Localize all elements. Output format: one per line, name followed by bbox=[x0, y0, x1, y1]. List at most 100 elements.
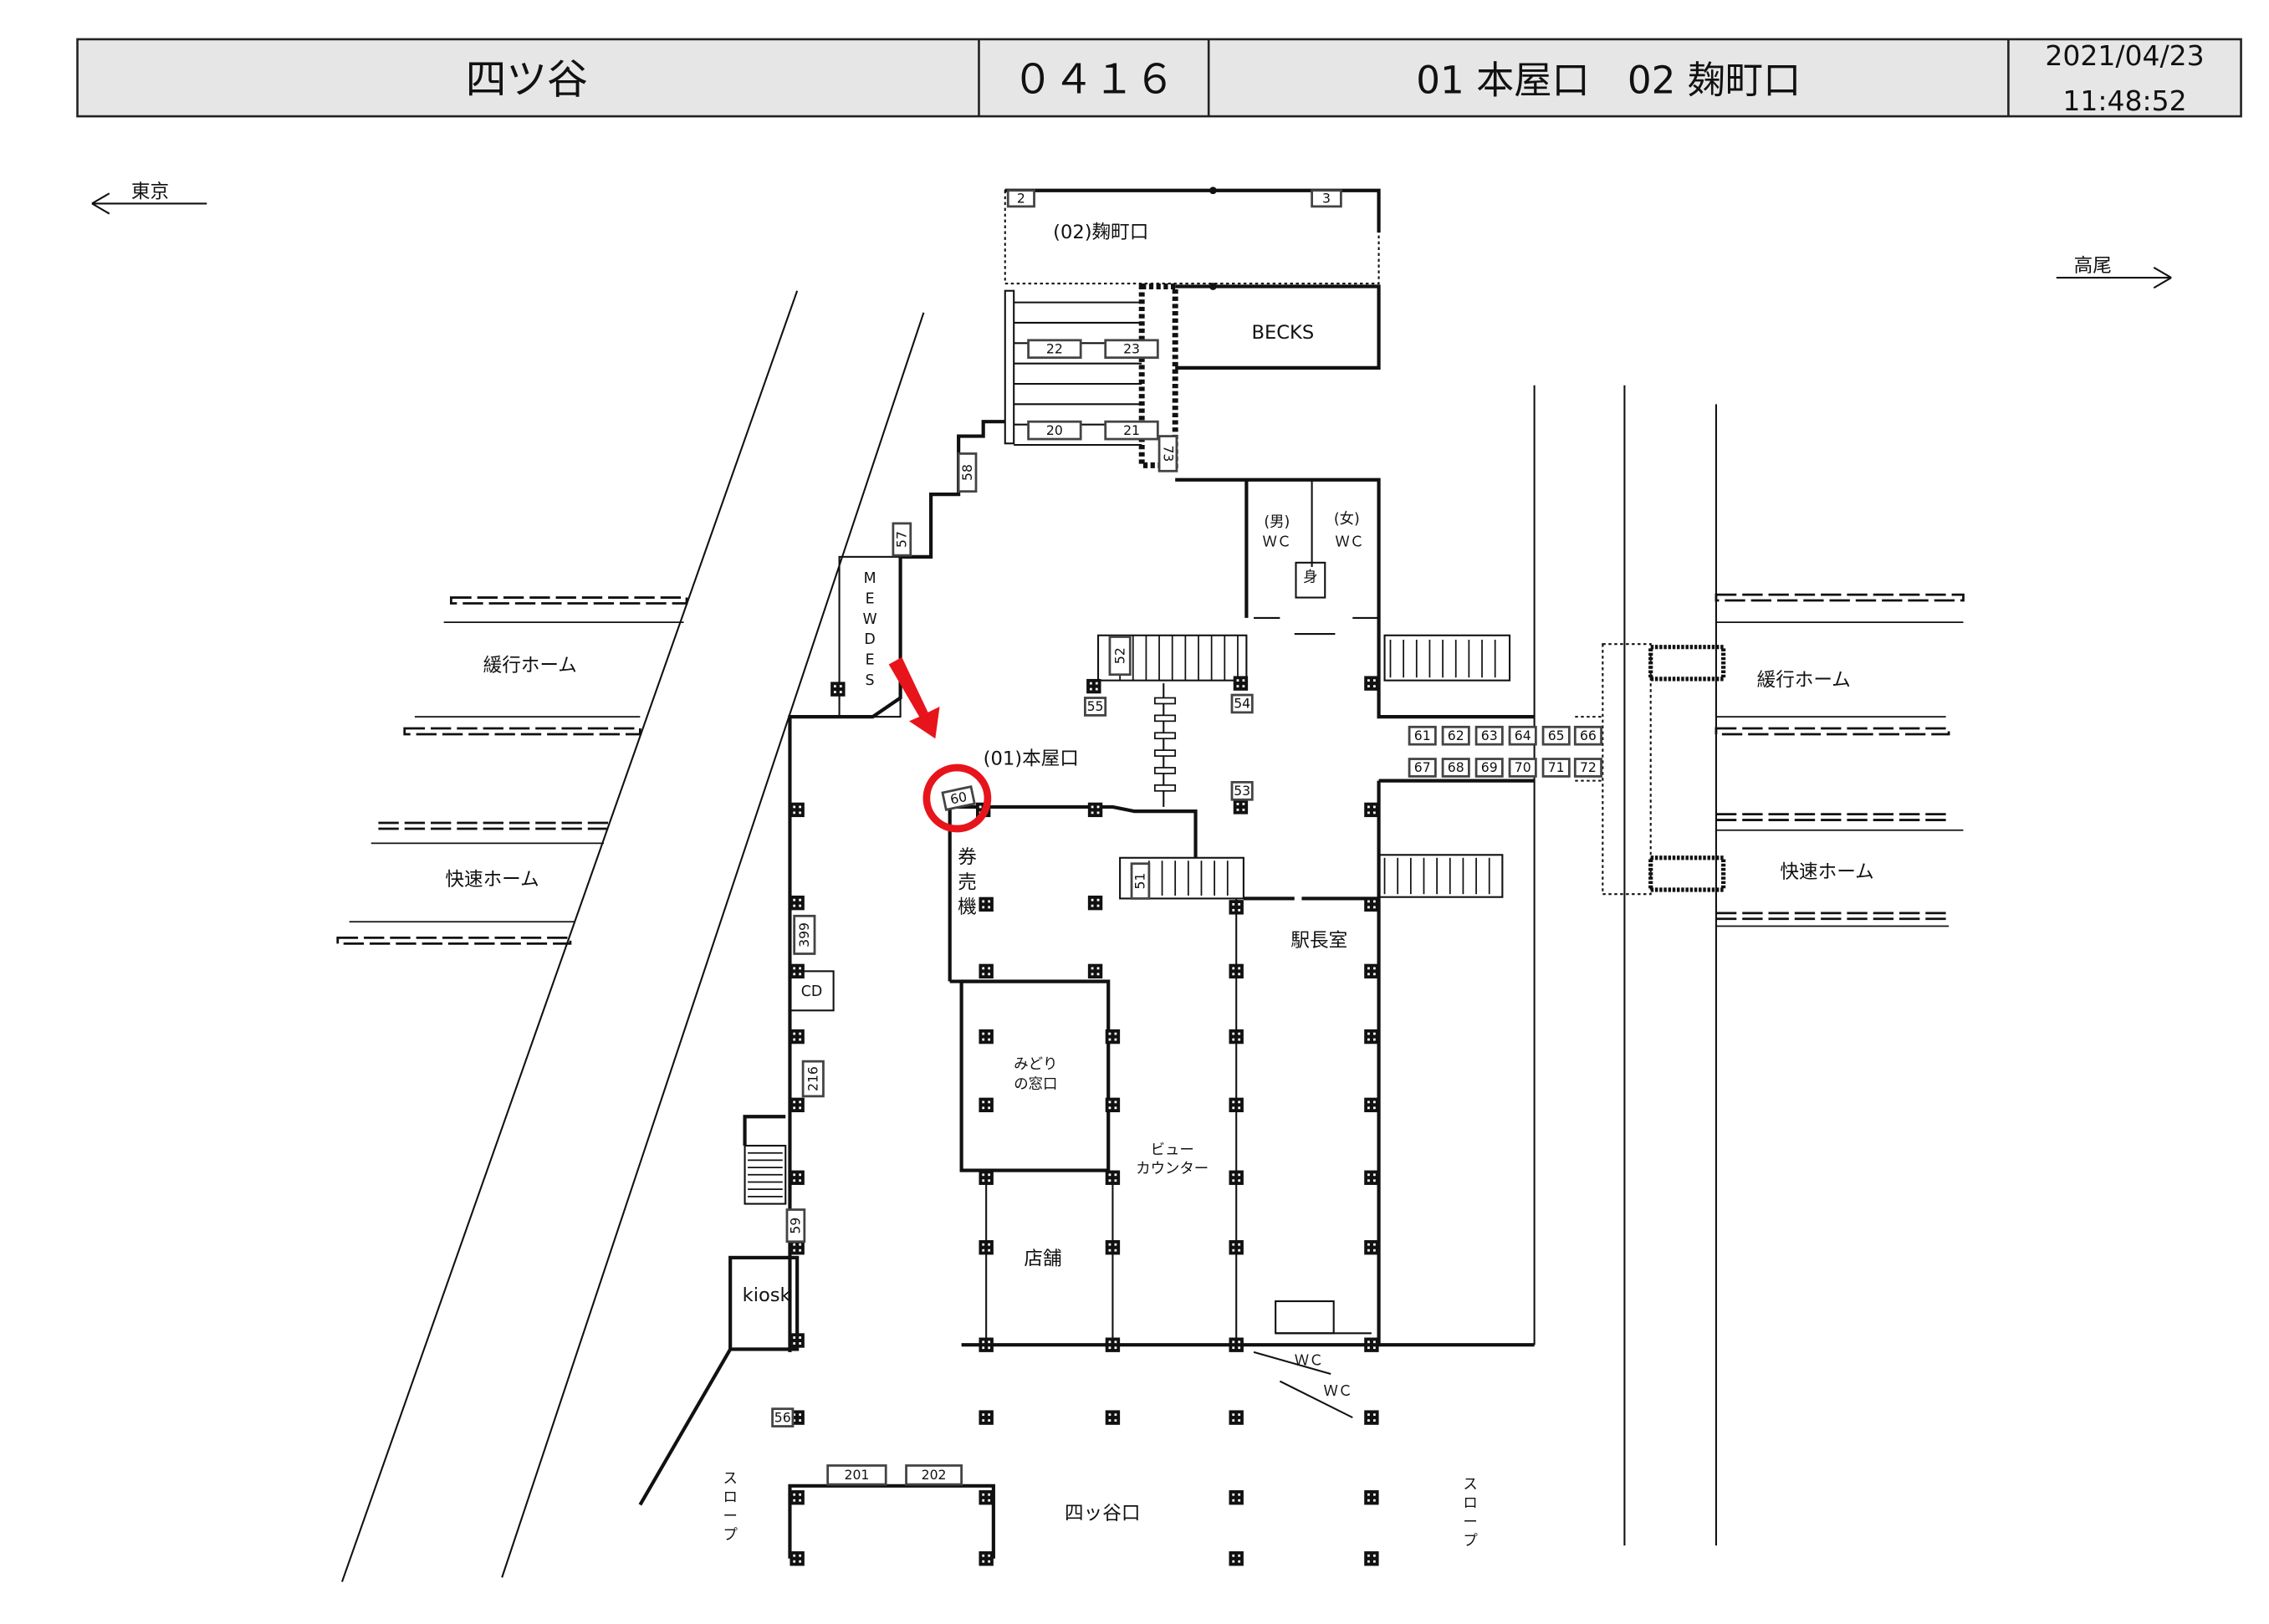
platform-edges bbox=[336, 593, 1965, 945]
ad-panel-number: 71 bbox=[1548, 759, 1565, 775]
ad-panel[interactable]: 22 bbox=[1027, 339, 1082, 360]
svg-text:ス: ス bbox=[723, 1470, 737, 1487]
pillar bbox=[1233, 799, 1249, 815]
exit-02-label: (02)麹町口 bbox=[1053, 222, 1148, 243]
ad-panel-number: 69 bbox=[1481, 759, 1498, 775]
ad-panel[interactable]: 54 bbox=[1230, 693, 1254, 714]
pillar bbox=[1364, 1240, 1379, 1255]
kiosk-label: kiosk bbox=[743, 1284, 792, 1306]
wc-male-label: (男) bbox=[1264, 513, 1290, 530]
ad-panel-number: 21 bbox=[1123, 422, 1140, 438]
pillar bbox=[1229, 1097, 1244, 1113]
ad-panel[interactable]: 20 bbox=[1027, 420, 1082, 441]
station-name: 四ツ谷 bbox=[466, 56, 588, 103]
ad-panel[interactable]: 69 bbox=[1474, 758, 1504, 778]
ad-panel[interactable]: 201 bbox=[826, 1464, 887, 1486]
ad-panel[interactable]: 2 bbox=[1006, 189, 1035, 208]
platform-edge bbox=[403, 727, 641, 736]
ad-panel-number: 202 bbox=[922, 1467, 947, 1483]
pillar bbox=[790, 895, 805, 911]
station-walls bbox=[638, 186, 1726, 1559]
ad-panel[interactable]: 62 bbox=[1441, 725, 1470, 746]
view-counter-label-1: ビュー bbox=[1151, 1141, 1194, 1158]
ad-panel-number: 54 bbox=[1234, 696, 1250, 712]
pillar bbox=[1229, 1337, 1244, 1352]
ad-panel[interactable]: 68 bbox=[1441, 758, 1470, 778]
ad-panel-number: 72 bbox=[1580, 759, 1597, 775]
ad-panel[interactable]: 51 bbox=[1130, 862, 1151, 900]
midori-label-1: みどり bbox=[1014, 1056, 1057, 1073]
ad-panel[interactable]: 72 bbox=[1573, 758, 1602, 778]
date: 2021/04/23 bbox=[2045, 39, 2204, 72]
platform-label-left-rapid: 快速ホーム bbox=[445, 869, 539, 891]
pillar bbox=[1229, 1551, 1244, 1566]
ad-panel[interactable]: 57 bbox=[892, 522, 912, 557]
pillar bbox=[1086, 678, 1101, 694]
pillar bbox=[790, 1170, 805, 1185]
platform-label-right-local: 緩行ホーム bbox=[1757, 670, 1851, 692]
pillar bbox=[1105, 1240, 1121, 1255]
ad-panel[interactable]: 52 bbox=[1108, 636, 1132, 677]
ticket-gate bbox=[1153, 732, 1177, 740]
pillar bbox=[979, 1490, 994, 1505]
pillar bbox=[1229, 1240, 1244, 1255]
ad-panel[interactable]: 61 bbox=[1408, 725, 1437, 746]
ad-panel[interactable]: 65 bbox=[1541, 725, 1571, 746]
pillar bbox=[979, 1410, 994, 1425]
ad-panel-number: 63 bbox=[1481, 728, 1498, 743]
svg-text:W: W bbox=[862, 611, 876, 628]
ad-panel-number: 67 bbox=[1414, 759, 1431, 775]
ad-panel-highlighted[interactable]: 60 bbox=[941, 785, 976, 811]
ad-panel[interactable]: 21 bbox=[1104, 420, 1159, 441]
ad-panel[interactable]: 56 bbox=[771, 1407, 795, 1427]
pillar bbox=[1229, 1170, 1244, 1185]
pillar bbox=[1087, 802, 1103, 818]
ad-panel[interactable]: 58 bbox=[957, 452, 978, 493]
ad-panel[interactable]: 202 bbox=[905, 1464, 963, 1486]
ad-panel[interactable]: 67 bbox=[1408, 758, 1437, 778]
ad-panel[interactable]: 399 bbox=[793, 914, 816, 955]
ad-panel[interactable]: 70 bbox=[1508, 758, 1537, 778]
pillar bbox=[790, 1490, 805, 1505]
ad-panel[interactable]: 23 bbox=[1104, 339, 1159, 360]
pillar bbox=[1229, 1029, 1244, 1044]
ad-panel[interactable]: 63 bbox=[1474, 725, 1504, 746]
pillar bbox=[1364, 1410, 1379, 1425]
ad-panel[interactable]: 71 bbox=[1541, 758, 1571, 778]
pillar bbox=[1087, 963, 1103, 979]
highlight-marker bbox=[888, 656, 992, 833]
ad-panel[interactable]: 3 bbox=[1311, 189, 1342, 208]
ad-panel[interactable]: 53 bbox=[1230, 780, 1254, 801]
svg-text:ロ: ロ bbox=[1463, 1495, 1477, 1512]
track-lines bbox=[340, 290, 1717, 1582]
cd-label: CD bbox=[801, 983, 823, 1000]
ad-panel-number: 56 bbox=[774, 1409, 791, 1425]
ad-panel[interactable]: 55 bbox=[1083, 697, 1107, 717]
ad-panel-number: 216 bbox=[805, 1066, 820, 1091]
platform-edge bbox=[449, 596, 688, 605]
ad-panel[interactable]: 216 bbox=[801, 1060, 825, 1098]
platform-label-left-local: 緩行ホーム bbox=[483, 655, 577, 677]
pillar bbox=[979, 1029, 994, 1044]
pillar bbox=[1364, 1029, 1379, 1044]
pillar bbox=[1105, 1410, 1121, 1425]
time: 11:48:52 bbox=[2062, 84, 2186, 117]
pillar bbox=[1229, 1490, 1244, 1505]
pillar bbox=[790, 1240, 805, 1255]
ad-panel[interactable]: 59 bbox=[785, 1208, 806, 1244]
pillar bbox=[1364, 1551, 1379, 1566]
ad-panel[interactable]: 73 bbox=[1157, 435, 1178, 472]
shop-label: 店舗 bbox=[1024, 1249, 1061, 1270]
wc-female: ＷＣ bbox=[1335, 534, 1364, 551]
pillar bbox=[790, 802, 805, 818]
ticket-gate bbox=[1153, 749, 1177, 757]
ad-panel-number: 64 bbox=[1515, 728, 1531, 743]
ad-panel[interactable]: 66 bbox=[1573, 725, 1602, 746]
pillar bbox=[1105, 1170, 1121, 1185]
pillar bbox=[790, 1029, 805, 1044]
pillar bbox=[1233, 676, 1249, 691]
ad-panel[interactable]: 64 bbox=[1508, 725, 1537, 746]
ad-panel-number: 65 bbox=[1548, 728, 1565, 743]
